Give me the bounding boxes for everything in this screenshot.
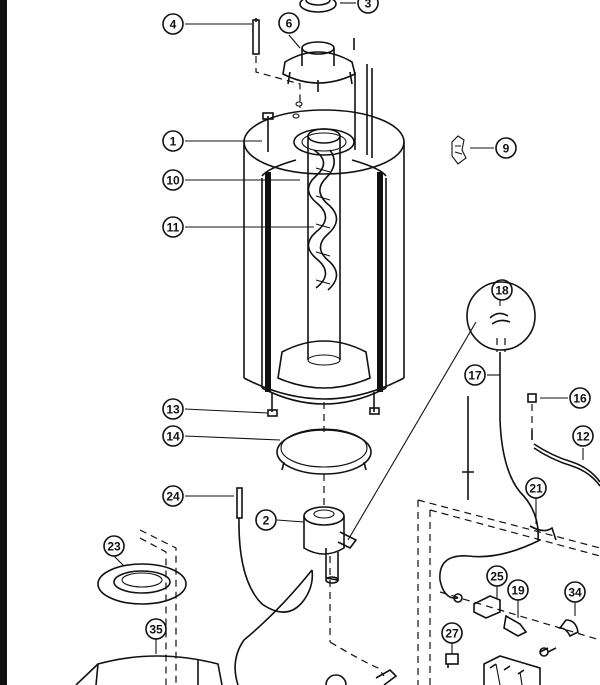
callout-10: 10 — [162, 169, 184, 191]
callout-label-17: 17 — [468, 369, 482, 383]
callout-label-27: 27 — [445, 627, 459, 641]
callout-label-10: 10 — [166, 174, 180, 188]
callout-label-18: 18 — [495, 284, 509, 298]
part-4-anode-rod — [185, 18, 301, 108]
callout-27: 27 — [441, 622, 463, 644]
part-25-bracket — [453, 586, 501, 619]
part-9-clip — [451, 135, 494, 165]
callout-label-12: 12 — [576, 430, 590, 444]
callout-label-24: 24 — [166, 490, 180, 504]
part-2-burner — [303, 506, 358, 642]
part-3-top-fitting — [299, 0, 356, 13]
callout-9: 9 — [495, 137, 517, 159]
part-34-elbow — [539, 602, 579, 657]
callout-label-6: 6 — [286, 17, 293, 31]
callout-label-2: 2 — [263, 514, 270, 528]
part-27-fitting — [445, 643, 459, 668]
callout-label-34: 34 — [568, 586, 582, 600]
part-11-spiral-baffle — [307, 149, 338, 291]
callout-4: 4 — [162, 13, 184, 35]
callout-3: 3 — [357, 0, 379, 14]
part-18-detail-bubble — [466, 281, 536, 351]
tank-top-rods — [262, 64, 373, 158]
callout-21: 21 — [525, 477, 547, 499]
callout-34: 34 — [564, 581, 586, 603]
callout-label-19: 19 — [511, 584, 525, 598]
callout-14: 14 — [162, 425, 184, 447]
callout-16: 16 — [569, 387, 591, 409]
callout-label-21: 21 — [529, 482, 543, 496]
callout-label-11: 11 — [167, 221, 180, 235]
callout-label-16: 16 — [573, 392, 587, 406]
callout-label-14: 14 — [166, 430, 180, 444]
callout-11: 11 — [162, 216, 184, 238]
callout-25: 25 — [486, 565, 508, 587]
part-23-gasket — [97, 555, 187, 605]
part-17-thermocouple — [439, 338, 541, 599]
part-21-wire — [529, 498, 557, 541]
part-12-tubing — [533, 443, 600, 487]
callout-label-9: 9 — [503, 142, 510, 156]
callout-6: 6 — [278, 12, 300, 34]
part-35-base-pan — [75, 638, 223, 685]
callout-2: 2 — [255, 509, 277, 531]
tank-assembly — [243, 101, 405, 432]
callout-label-23: 23 — [107, 540, 121, 554]
callout-13: 13 — [162, 398, 184, 420]
callout-label-35: 35 — [149, 623, 163, 637]
callout-label-3: 3 — [365, 0, 372, 11]
control-enclosure-dashed — [417, 499, 600, 685]
callout-35: 35 — [145, 618, 167, 640]
callout-19: 19 — [507, 579, 529, 601]
callout-label-25: 25 — [490, 570, 504, 584]
part-24-sensor-wire — [185, 487, 398, 685]
callout-17: 17 — [464, 364, 486, 386]
callout-12: 12 — [572, 425, 594, 447]
callout-label-13: 13 — [166, 403, 180, 417]
callout-label-1: 1 — [170, 135, 177, 149]
callout-23: 23 — [103, 535, 125, 557]
callout-partial-bottom — [325, 674, 347, 685]
left-border — [0, 0, 7, 685]
part-14-gasket-ring — [276, 428, 372, 506]
part-6-flue-cap — [282, 34, 356, 92]
callout-24: 24 — [162, 485, 184, 507]
part-16-fitting — [527, 393, 568, 440]
callout-18: 18 — [491, 279, 513, 301]
gas-control-valve — [483, 655, 541, 685]
callout-label-4: 4 — [170, 18, 177, 32]
part-19-orifice — [503, 600, 528, 637]
callout-1: 1 — [162, 130, 184, 152]
